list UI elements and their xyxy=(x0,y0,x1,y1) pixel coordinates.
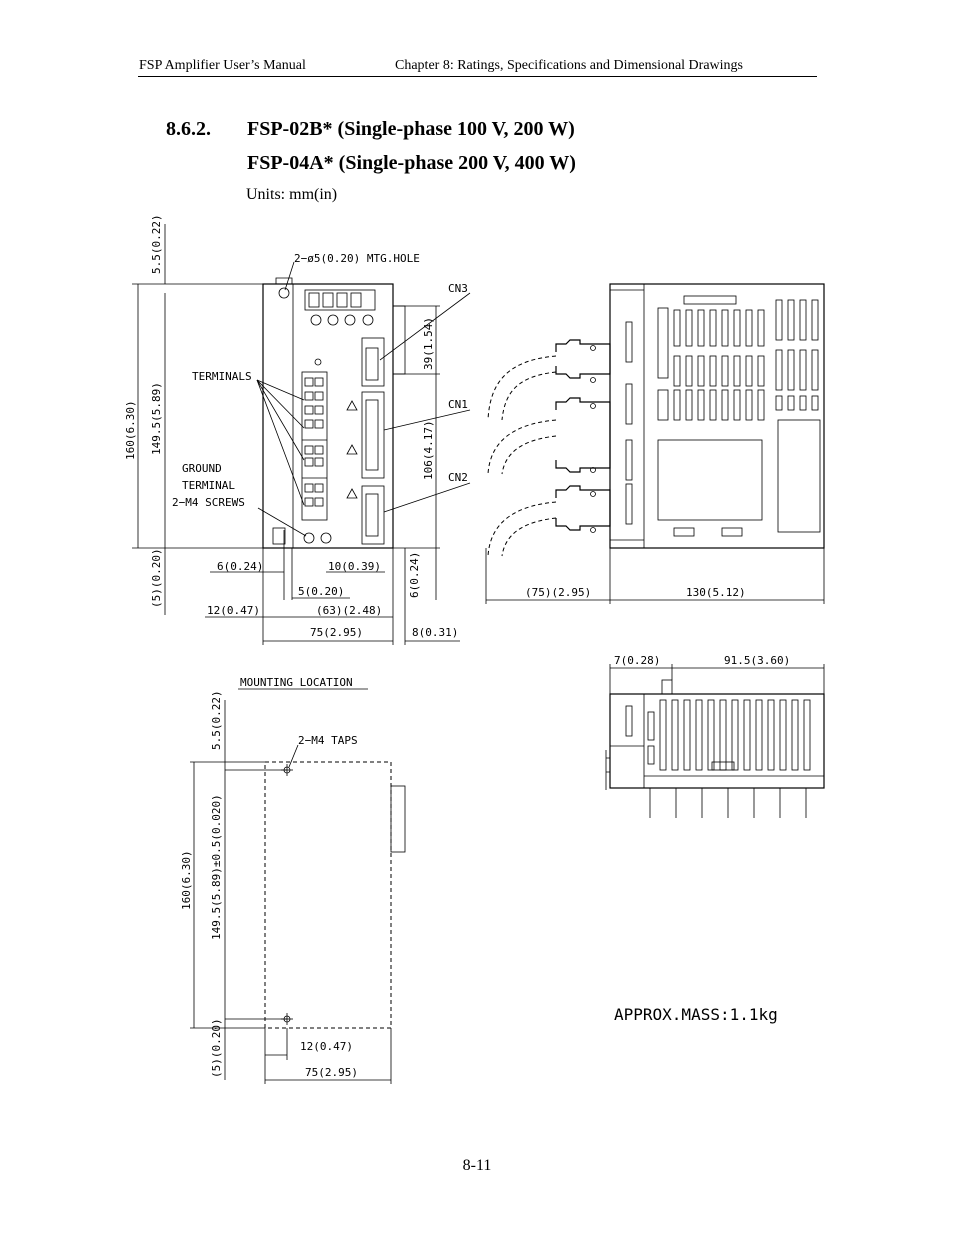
front-view: 2−ø5(0.20) MTG.HOLE CN3 CN1 CN2 TERMINAL… xyxy=(124,214,471,645)
mount-dim-5-5: 5.5(0.22) xyxy=(210,690,223,750)
mtg-hole-label: 2−ø5(0.20) MTG.HOLE xyxy=(294,252,420,265)
dim-91-5: 91.5(3.60) xyxy=(724,654,790,667)
front-body-outline xyxy=(262,283,394,549)
side-plug-cn2 xyxy=(555,485,611,531)
dim-5: 5(0.20) xyxy=(298,585,344,598)
approx-mass: APPROX.MASS:1.1kg xyxy=(614,1005,778,1024)
ground-label-2: TERMINAL xyxy=(182,479,235,492)
terminals-label: TERMINALS xyxy=(192,370,252,383)
mount-dim-149-5: 149.5(5.89)±0.5(0.020) xyxy=(210,794,223,940)
mounting-hole-top xyxy=(278,287,290,299)
side-label-plate xyxy=(657,439,763,521)
side-plug-cn1 xyxy=(555,397,611,473)
cn3-label: CN3 xyxy=(448,282,468,295)
section-number: 8.6.2. xyxy=(166,118,211,140)
dim-6-side: 6(0.24) xyxy=(408,552,421,598)
header-rule xyxy=(138,76,817,77)
header-manual-title: FSP Amplifier User’s Manual xyxy=(139,58,306,73)
cn1-label: CN1 xyxy=(448,398,468,411)
top-view: 7(0.28) 91.5(3.60) xyxy=(605,654,825,818)
side-body-outline xyxy=(609,283,825,549)
cn2-connector xyxy=(361,485,385,545)
cn1-connector xyxy=(361,391,385,479)
section-title-line1: FSP-02B* (Single-phase 100 V, 200 W) xyxy=(247,118,575,140)
mount-dim-75: 75(2.95) xyxy=(305,1066,358,1079)
mounting-hole-tab xyxy=(275,277,293,284)
led-display xyxy=(304,289,376,311)
dim-130: 130(5.12) xyxy=(686,586,746,599)
dim-10: 10(0.39) xyxy=(328,560,381,573)
terminal-block xyxy=(301,371,328,521)
header-chapter-title: Chapter 8: Ratings, Specifications and D… xyxy=(395,58,743,73)
section-title-line2: FSP-04A* (Single-phase 200 V, 400 W) xyxy=(247,152,576,174)
mounting-outline xyxy=(264,761,392,1029)
dim-8: 8(0.31) xyxy=(412,626,458,639)
dim-12: 12(0.47) xyxy=(207,604,260,617)
taps-label: 2−M4 TAPS xyxy=(298,734,358,747)
cn3-connector xyxy=(361,337,385,387)
dim-5-bottom: (5)(0.20) xyxy=(150,548,163,608)
page-number: 8-11 xyxy=(462,1157,492,1174)
dim-106: 106(4.17) xyxy=(422,420,435,480)
dim-149-5: 149.5(5.89) xyxy=(150,382,163,455)
dim-6: 6(0.24) xyxy=(217,560,263,573)
dim-63: (63)(2.48) xyxy=(316,604,382,617)
dim-75-side: (75)(2.95) xyxy=(525,586,591,599)
side-view: (75)(2.95) 130(5.12) xyxy=(485,283,825,604)
mount-dim-5: (5)(0.20) xyxy=(210,1018,223,1078)
dim-5-5-top: 5.5(0.22) xyxy=(150,214,163,274)
dim-160: 160(6.30) xyxy=(124,400,137,460)
dim-7: 7(0.28) xyxy=(614,654,660,667)
top-body-outline xyxy=(609,693,825,789)
dim-39: 39(1.54) xyxy=(422,317,435,370)
mounting-location-title: MOUNTING LOCATION xyxy=(240,676,353,689)
screws-label: 2−M4 SCREWS xyxy=(172,496,245,509)
mounting-location-view: MOUNTING LOCATION 2−M4 TAPS 5.5(0.22) 16… xyxy=(180,676,406,1084)
units-note: Units: mm(in) xyxy=(246,186,338,203)
dim-75-front: 75(2.95) xyxy=(310,626,363,639)
ground-label-1: GROUND xyxy=(182,462,222,475)
mount-dim-160: 160(6.30) xyxy=(180,850,193,910)
cn2-label: CN2 xyxy=(448,471,468,484)
side-plug-cn3 xyxy=(555,339,611,379)
mount-dim-12: 12(0.47) xyxy=(300,1040,353,1053)
